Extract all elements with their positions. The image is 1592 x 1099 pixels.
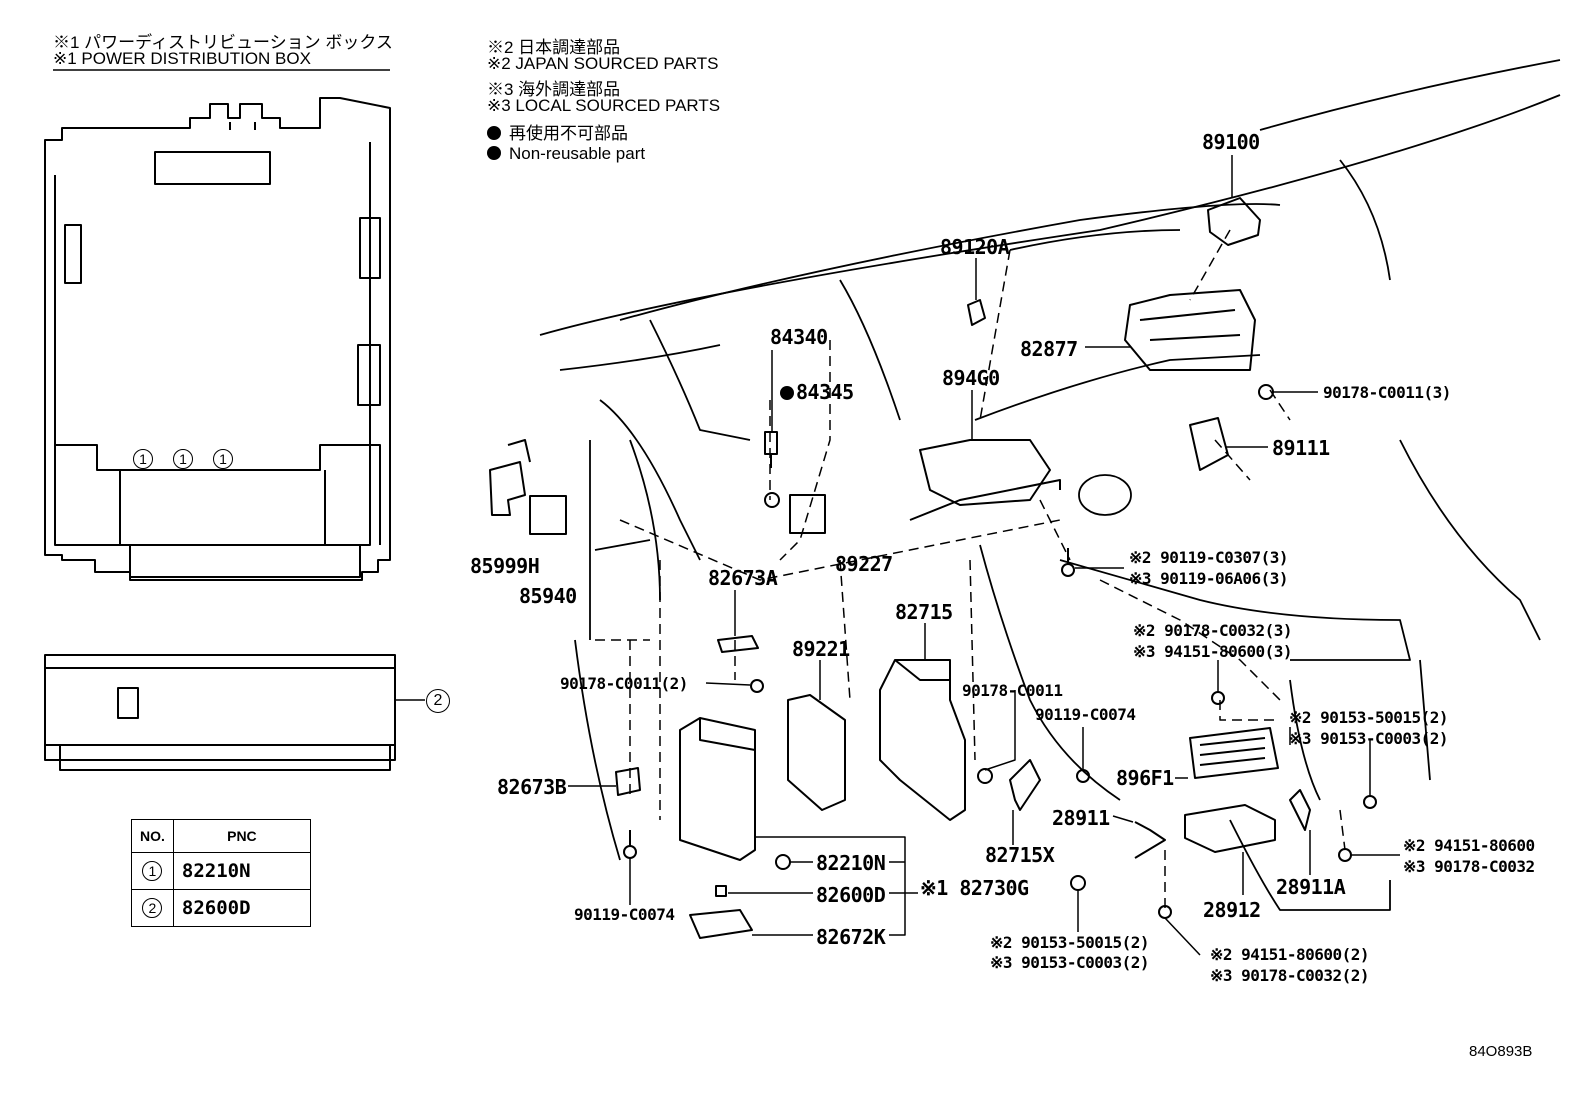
part-label-82715: 82715	[895, 600, 953, 624]
box-title-jp: ※1 パワーディストリビューション ボックス	[53, 33, 393, 52]
part-label-89120A: 89120A	[940, 235, 1010, 259]
legend-nonreusable-en: Non-reusable part	[487, 144, 645, 164]
part-label-90153-50015-2a: ※2 90153-50015(2)	[1289, 708, 1449, 727]
power-distribution-box-side-view	[44, 654, 425, 771]
legend-japan-en: ※2 JAPAN SOURCED PARTS	[487, 54, 719, 73]
part-label-90178-C0011-2: 90178-C0011(2)	[560, 674, 688, 693]
table-row: 2 82600D	[131, 889, 311, 927]
figure-reference: 84O893B	[1469, 1043, 1533, 1060]
part-label-90153-C0003-2b: ※3 90153-C0003(2)	[990, 953, 1150, 972]
pnc-header-no: NO.	[131, 819, 174, 853]
part-label-28911A: 28911A	[1276, 875, 1346, 899]
part-label-82600D: 82600D	[816, 883, 886, 907]
power-distribution-box-top-view	[44, 97, 391, 581]
instrument-panel-outline	[539, 59, 1561, 911]
box-callout-2: 2	[426, 689, 456, 713]
part-label-82210N: 82210N	[816, 851, 886, 875]
part-label-94151-80600-3: ※3 94151-80600(3)	[1133, 642, 1293, 661]
nonreusable-dot-icon	[780, 386, 794, 400]
nonreusable-dot-icon	[487, 126, 501, 140]
part-label-90178-C0032-2: ※3 90178-C0032(2)	[1210, 966, 1370, 985]
part-label-85999H: 85999H	[470, 554, 540, 578]
pnc-value: 82210N	[172, 852, 311, 890]
part-label-82673A: 82673A	[708, 566, 778, 590]
part-label-90178-C0032-3: ※2 90178-C0032(3)	[1133, 621, 1293, 640]
part-label-90119-C0307: ※2 90119-C0307(3)	[1129, 548, 1289, 567]
pnc-table: NO. PNC 1 82210N 2 82600D	[131, 819, 311, 927]
part-label-94151-80600: ※2 94151-80600	[1403, 836, 1535, 855]
part-label-94151-80600-2: ※2 94151-80600(2)	[1210, 945, 1370, 964]
part-label-85940: 85940	[519, 584, 577, 608]
box-callout-1a: 1	[133, 449, 159, 469]
part-label-28911: 28911	[1052, 806, 1110, 830]
part-label-89111: 89111	[1272, 436, 1330, 460]
part-label-90153-50015-2b: ※2 90153-50015(2)	[990, 933, 1150, 952]
part-label-82673B: 82673B	[497, 775, 567, 799]
legend-nonreusable-jp: 再使用不可部品	[487, 119, 628, 144]
legend-japan-jp: ※2 日本調達部品	[487, 38, 621, 57]
box-callout-1b: 1	[173, 449, 199, 469]
part-label-90178-C0032: ※3 90178-C0032	[1403, 857, 1535, 876]
part-label-896F1: 896F1	[1116, 766, 1174, 790]
pnc-value: 82600D	[172, 889, 311, 927]
part-label-89100: 89100	[1202, 130, 1260, 154]
legend-local-jp: ※3 海外調達部品	[487, 80, 621, 99]
part-label-28912: 28912	[1203, 898, 1261, 922]
part-label-90119-06A06: ※3 90119-06A06(3)	[1129, 569, 1289, 588]
part-label-89221: 89221	[792, 637, 850, 661]
part-label-90119-C0074-a: 90119-C0074	[1035, 705, 1136, 724]
table-row: 1 82210N	[131, 852, 311, 890]
part-label-84345: 84345	[780, 380, 854, 404]
component-shapes	[489, 197, 1377, 939]
nonreusable-dot-icon	[487, 146, 501, 160]
part-label-82715X: 82715X	[985, 843, 1055, 867]
part-label-82877: 82877	[1020, 337, 1078, 361]
box-title-en: ※1 POWER DISTRIBUTION BOX	[53, 49, 311, 68]
part-label-90153-C0003-2a: ※3 90153-C0003(2)	[1289, 729, 1449, 748]
legend-local-en: ※3 LOCAL SOURCED PARTS	[487, 96, 721, 115]
pnc-header-pnc: PNC	[172, 819, 311, 853]
part-label-894G0: 894G0	[942, 366, 1000, 390]
box-callout-1c: 1	[213, 449, 239, 469]
part-label-82672K: 82672K	[816, 925, 886, 949]
part-label-90119-C0074-b: 90119-C0074	[574, 905, 675, 924]
part-label-89227: 89227	[835, 552, 893, 576]
part-label-90178-C0011-3: 90178-C0011(3)	[1323, 383, 1451, 402]
part-label-90178-C0011: 90178-C0011	[962, 681, 1063, 700]
part-label-82730G: ※1 82730G	[920, 876, 1029, 900]
part-label-84340: 84340	[770, 325, 828, 349]
